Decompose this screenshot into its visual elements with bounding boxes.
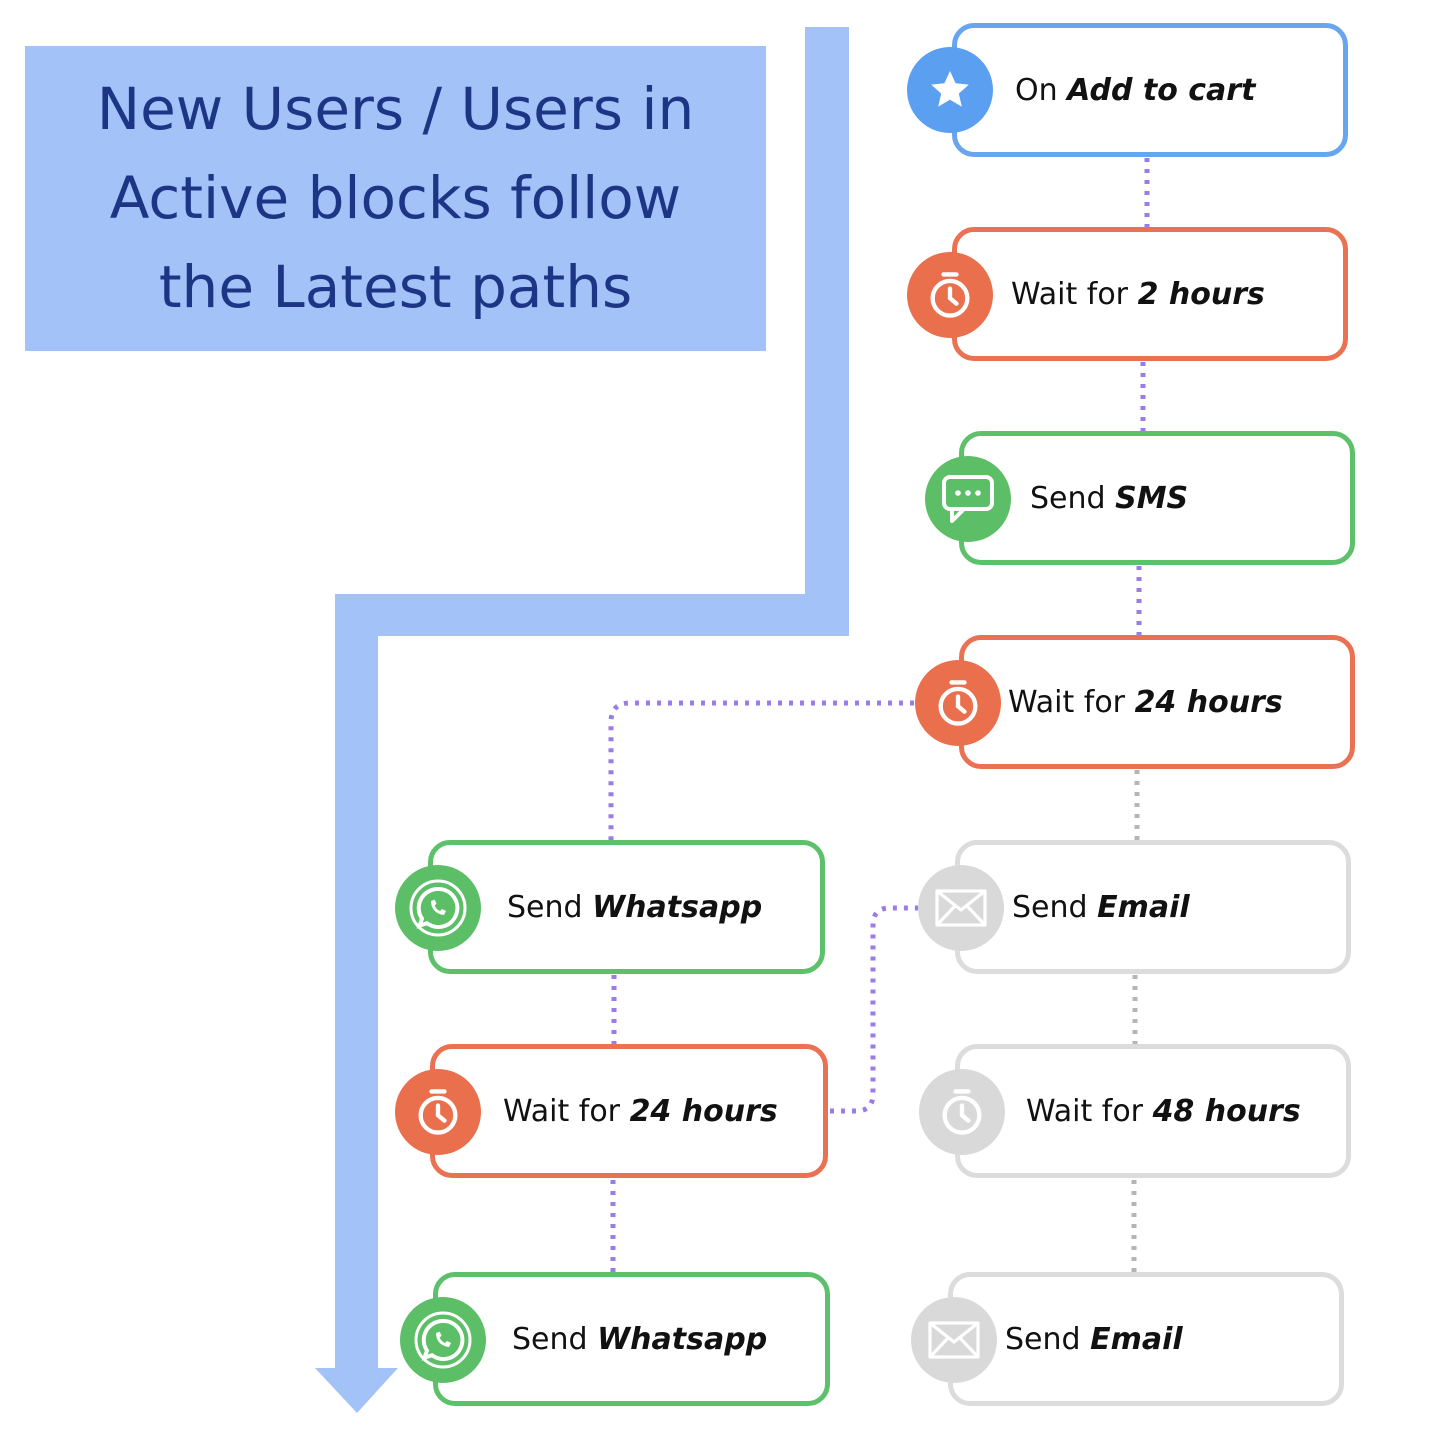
whatsapp-icon [400, 1297, 486, 1383]
whatsapp-icon [395, 865, 481, 951]
node-wait-24-hours-branch[interactable]: Wait for 24 hours [430, 1044, 828, 1178]
node-wait-48-hours[interactable]: Wait for 48 hours [955, 1044, 1351, 1178]
node-label: Wait for 24 hours [503, 1093, 778, 1129]
title-line-3: the Latest paths [158, 253, 633, 321]
stopwatch-icon [395, 1069, 481, 1155]
node-send-email-2[interactable]: Send Email [948, 1272, 1344, 1406]
envelope-icon [911, 1297, 997, 1383]
title-line-1: New Users / Users in [96, 75, 695, 143]
node-label: Send Whatsapp [507, 889, 763, 925]
node-send-email[interactable]: Send Email [955, 840, 1351, 974]
node-label: Wait for 24 hours [1008, 684, 1283, 720]
node-send-sms[interactable]: Send SMS [959, 431, 1355, 565]
node-wait-24-hours[interactable]: Wait for 24 hours [959, 635, 1355, 769]
inactive-connectors [1131, 770, 1140, 1272]
node-send-whatsapp[interactable]: Send Whatsapp [428, 840, 825, 974]
node-label: Wait for 2 hours [1011, 276, 1265, 312]
envelope-icon [918, 865, 1004, 951]
node-label: Send Email [1005, 1321, 1183, 1357]
node-label: Wait for 48 hours [1026, 1093, 1301, 1129]
node-label: Send SMS [1030, 480, 1189, 516]
star-icon [907, 47, 993, 133]
stopwatch-icon [915, 660, 1001, 746]
active-connectors [608, 158, 1150, 1272]
node-add-to-cart[interactable]: On Add to cart [952, 23, 1348, 157]
node-label: Send Email [1012, 889, 1190, 925]
title-banner: New Users / Users in Active blocks follo… [25, 46, 766, 351]
title-text: New Users / Users in Active blocks follo… [46, 65, 746, 332]
path-arrow [315, 27, 849, 1413]
node-label: Send Whatsapp [512, 1321, 768, 1357]
node-send-whatsapp-2[interactable]: Send Whatsapp [433, 1272, 830, 1406]
chat-bubble-icon [925, 456, 1011, 542]
stopwatch-icon [919, 1069, 1005, 1155]
node-wait-2-hours[interactable]: Wait for 2 hours [952, 227, 1348, 361]
stopwatch-icon [907, 252, 993, 338]
title-line-2: Active blocks follow [109, 164, 682, 232]
node-label: On Add to cart [1015, 72, 1256, 108]
